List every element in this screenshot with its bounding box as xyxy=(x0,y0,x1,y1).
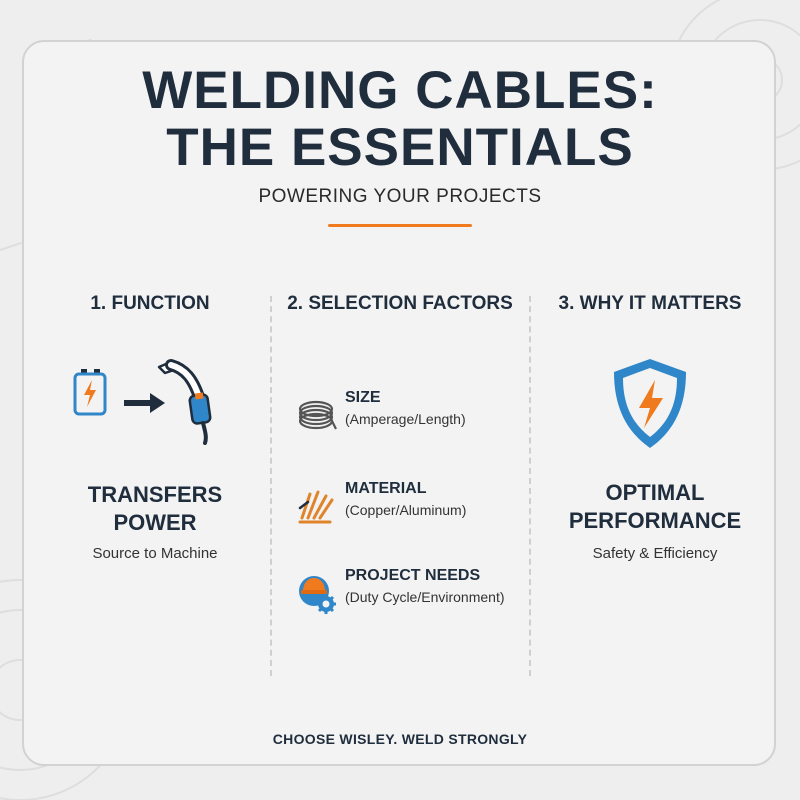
factor-project-needs-name: PROJECT NEEDS xyxy=(345,567,481,584)
arrow-right-icon xyxy=(124,392,166,414)
factor-size-detail: (Amperage/Length) xyxy=(345,411,466,427)
cable-coil-icon xyxy=(296,395,338,437)
page-subtitle: POWERING YOUR PROJECTS xyxy=(258,186,542,207)
factor-material: MATERIAL (Copper/Aluminum) xyxy=(296,480,531,528)
column-heading-selection-factors: 2. SELECTION FACTORS xyxy=(287,293,513,314)
column-divider xyxy=(529,296,531,676)
title-line-1: WELDING CABLES: xyxy=(142,61,658,120)
why-main-label: OPTIMAL PERFORMANCE xyxy=(555,479,755,535)
factor-project-needs: PROJECT NEEDS (Duty Cycle/Environment) xyxy=(296,567,531,615)
function-detail: Source to Machine xyxy=(92,545,218,562)
hardhat-gear-icon xyxy=(296,573,338,615)
factor-project-needs-detail: (Duty Cycle/Environment) xyxy=(345,589,505,605)
function-main-line-1: TRANSFERS xyxy=(87,482,223,507)
footer-tagline: CHOOSE WISLEY. WELD STRONGLY xyxy=(272,731,528,747)
factor-material-detail: (Copper/Aluminum) xyxy=(345,502,467,518)
factor-size: SIZE (Amperage/Length) xyxy=(296,389,531,437)
column-heading-function: 1. FUNCTION xyxy=(90,293,210,314)
why-detail: Safety & Efficiency xyxy=(592,545,718,562)
accent-underline xyxy=(328,224,472,227)
factor-size-name: SIZE xyxy=(345,389,381,406)
factor-material-name: MATERIAL xyxy=(345,480,427,497)
column-heading-why-it-matters: 3. WHY IT MATTERS xyxy=(558,293,742,314)
welding-torch-icon xyxy=(155,357,221,445)
why-main-line-1: OPTIMAL xyxy=(605,480,705,505)
battery-icon xyxy=(73,368,107,416)
copper-strands-icon xyxy=(296,486,338,528)
shield-bolt-icon xyxy=(609,356,691,452)
title-line-2: THE ESSENTIALS xyxy=(166,118,634,177)
function-main-label: TRANSFERS POWER xyxy=(60,481,250,537)
why-main-line-2: PERFORMANCE xyxy=(568,508,742,533)
function-main-line-2: POWER xyxy=(113,510,197,535)
page-title: WELDING CABLES: THE ESSENTIALS xyxy=(0,62,800,176)
column-divider xyxy=(270,296,272,676)
